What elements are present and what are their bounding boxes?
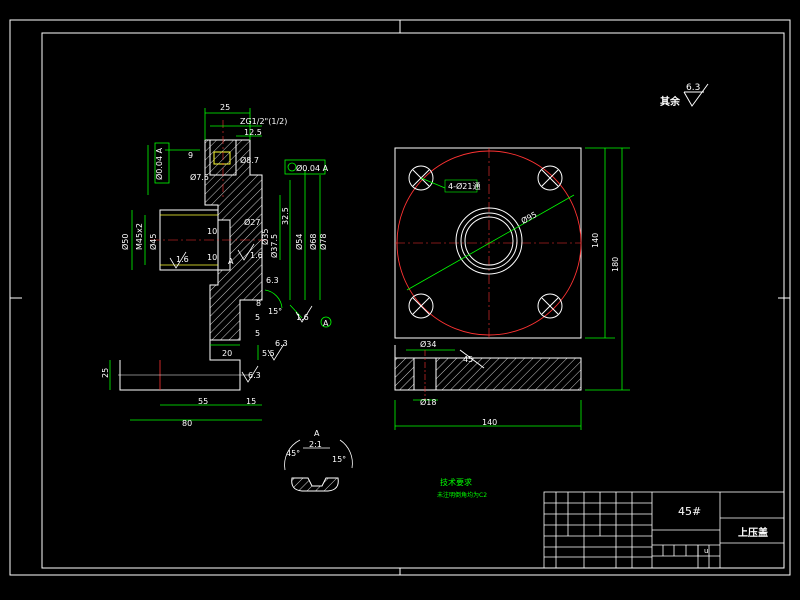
surface-finish-note: 其余 6.3 bbox=[660, 83, 709, 108]
left-section-view: 25 ZG1/2"(1/2) 12.5 9 Ø8.7 Ø7.5 Ø0.04 A … bbox=[101, 103, 332, 428]
dimension-label: M45x2 bbox=[135, 223, 144, 250]
dimension-label: Ø34 bbox=[420, 339, 436, 349]
dimension-label: Ø0.04 A bbox=[154, 147, 164, 180]
dimension-label: 180 bbox=[611, 257, 620, 272]
dimension-label: Ø18 bbox=[420, 397, 436, 407]
dimension-label: 8 bbox=[256, 299, 261, 308]
dimension-label: 10 bbox=[207, 227, 217, 236]
dimension-label: 10 bbox=[207, 253, 217, 262]
dimension-label: A bbox=[228, 257, 234, 266]
dimension-label: Ø45 bbox=[148, 234, 158, 250]
dimension-label: Ø54 bbox=[294, 234, 304, 250]
dimension-label: 5 bbox=[255, 329, 260, 338]
dimension-label: 1.6 bbox=[250, 251, 263, 260]
dimension-label: Ø37.5 bbox=[269, 234, 279, 258]
dimension-label: 5 bbox=[255, 313, 260, 322]
dimension-label: 6.3 bbox=[275, 339, 288, 348]
dimension-label: 未注明倒角均为C2 bbox=[437, 491, 487, 499]
dimension-label: 80 bbox=[182, 419, 192, 428]
title-block-scale-label: u bbox=[704, 547, 708, 555]
dimension-label: Ø68 bbox=[308, 234, 318, 250]
dimension-label: 25 bbox=[101, 368, 110, 378]
dimension-label: 140 bbox=[482, 418, 497, 427]
dimension-label: 1.6 bbox=[176, 255, 189, 264]
dimension-label: 6.3 bbox=[686, 83, 700, 93]
dimension-label: 45 bbox=[463, 355, 473, 364]
dimension-label: 55 bbox=[198, 397, 208, 406]
dimension-label: 12.5 bbox=[244, 128, 262, 137]
dimension-label: Ø0.04 A bbox=[296, 163, 329, 173]
dimension-label: 15 bbox=[246, 397, 256, 406]
dimension-label: Ø78 bbox=[318, 234, 328, 250]
dimension-label: 140 bbox=[591, 233, 600, 248]
dimension-label: 技术要求 bbox=[440, 477, 472, 487]
material-label: 45# bbox=[678, 505, 701, 518]
dimension-label: 2:1 bbox=[309, 440, 322, 449]
dimension-label: 45° bbox=[286, 449, 300, 458]
technical-requirements: 技术要求 未注明倒角均为C2 bbox=[437, 477, 487, 499]
dimension-label: 15° bbox=[268, 307, 282, 316]
dimension-label: A bbox=[323, 319, 329, 328]
dimension-label: 32.5 bbox=[281, 207, 290, 225]
right-plan-view: 4-Ø21通 Ø95 140 180 Ø34 45 Ø18 140 bbox=[394, 147, 630, 430]
dimension-label: 6.3 bbox=[266, 276, 279, 285]
dimension-label: Ø8.7 bbox=[240, 155, 259, 165]
sheet-border bbox=[9, 19, 791, 576]
dimension-label: 25 bbox=[220, 103, 230, 112]
dimension-label: Ø35 bbox=[260, 229, 270, 245]
dimension-label: Ø7.5 bbox=[190, 172, 209, 182]
dimension-label: 6.3 bbox=[248, 371, 261, 380]
dimension-label: ZG1/2"(1/2) bbox=[240, 117, 287, 126]
part-name-label: 上压盖 bbox=[738, 526, 768, 539]
dimension-label: 4-Ø21通 bbox=[448, 181, 480, 191]
dimension-label: 其余 bbox=[660, 95, 681, 108]
dimension-label: 1.6 bbox=[296, 313, 309, 322]
detail-view-a: A 2:1 45° 15° bbox=[284, 429, 353, 492]
dimension-label: 15° bbox=[332, 455, 346, 464]
dimension-label: 20 bbox=[222, 349, 232, 358]
dimension-label: Ø50 bbox=[120, 234, 130, 250]
title-block bbox=[543, 491, 785, 569]
dimension-label: Ø27 bbox=[244, 217, 260, 227]
dimension-label: 9 bbox=[188, 151, 193, 160]
dimension-label: 5.5 bbox=[262, 349, 275, 358]
dimension-label: A bbox=[314, 429, 320, 438]
